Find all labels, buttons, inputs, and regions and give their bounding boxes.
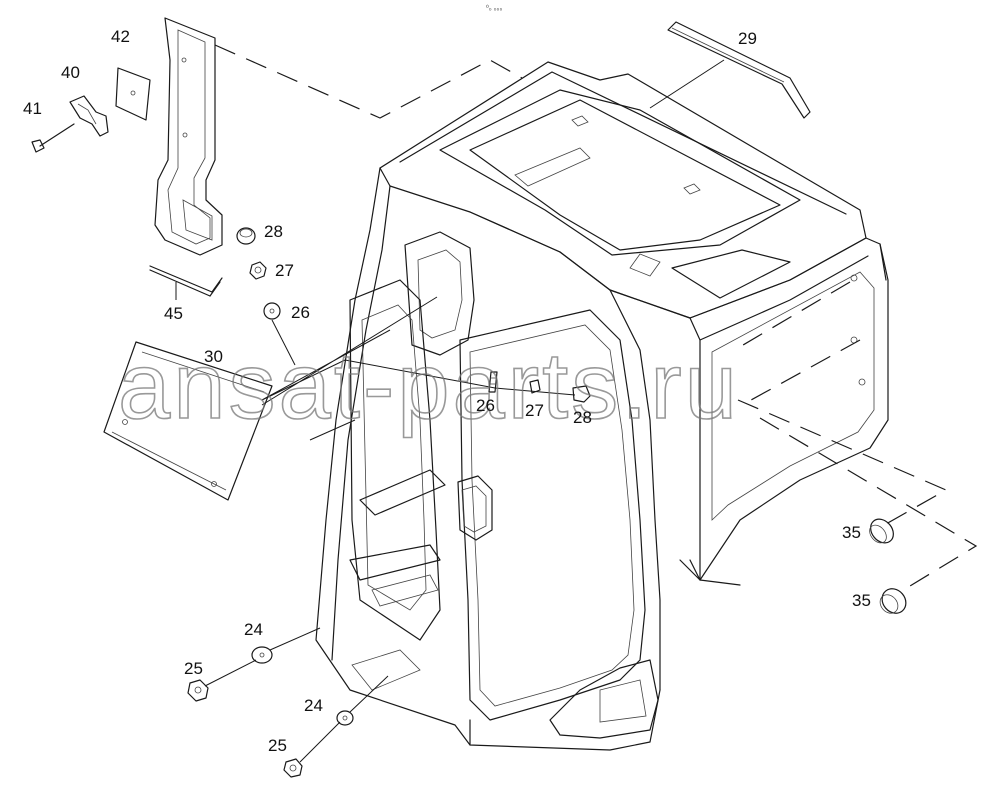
callout-30: 30 xyxy=(204,347,223,366)
part-26-washer-top xyxy=(263,302,281,320)
callout-28-mid: 28 xyxy=(573,408,592,427)
part-28-cap-top xyxy=(236,227,256,245)
axis-line-26 xyxy=(271,319,296,366)
part-27-nut-mid xyxy=(529,379,541,394)
dash-lines-35-upper xyxy=(737,281,861,406)
callout-25-lower: 25 xyxy=(268,736,287,755)
part-41-hook xyxy=(31,95,109,153)
callout-26-top: 26 xyxy=(291,303,310,322)
callout-29: 29 xyxy=(738,29,757,48)
drawing-mark: ⁰₀ ₀₀₀ xyxy=(486,4,502,12)
callout-27-top: 27 xyxy=(275,261,294,280)
part-40-pad xyxy=(115,67,151,121)
callout-40: 40 xyxy=(61,63,80,82)
callout-24-lower: 24 xyxy=(304,696,323,715)
lines-30 xyxy=(261,296,438,441)
part-35-plug-lower xyxy=(879,588,907,614)
part-25-nut-upper xyxy=(187,679,209,702)
callout-35-lower: 35 xyxy=(852,591,871,610)
axis-line-24-25-upper xyxy=(204,627,321,687)
part-26-bolt-mid xyxy=(488,371,498,393)
callout-24-upper: 24 xyxy=(244,620,263,639)
part-27-nut-top xyxy=(249,261,267,280)
dash-lines-35 xyxy=(737,399,978,593)
callout-25-upper: 25 xyxy=(184,659,203,678)
callout-45: 45 xyxy=(164,304,183,323)
part-35-plug-upper xyxy=(869,518,894,544)
part-24-washer-upper xyxy=(251,646,273,664)
cab-body xyxy=(315,61,889,751)
callout-42: 42 xyxy=(111,27,130,46)
leader-29 xyxy=(649,59,725,109)
part-45-hex-key xyxy=(149,265,223,300)
part-28-cap-mid xyxy=(572,385,591,403)
axis-line-24-25-lower xyxy=(299,675,389,763)
callout-41: 41 xyxy=(23,99,42,118)
part-25-nut-lower xyxy=(283,758,303,778)
axis-line-mid xyxy=(344,359,576,396)
callout-28-top: 28 xyxy=(264,222,283,241)
dash-line-42 xyxy=(214,44,523,119)
part-29-strip xyxy=(667,21,811,119)
part-30-panel xyxy=(103,341,273,501)
part-24-washer-lower xyxy=(336,710,354,726)
callout-35-upper: 35 xyxy=(842,523,861,542)
callout-26-mid: 26 xyxy=(476,396,495,415)
watermark: ansat-parts.ru xyxy=(118,333,740,438)
part-42-bracket xyxy=(154,17,223,256)
callout-27-mid: 27 xyxy=(525,401,544,420)
